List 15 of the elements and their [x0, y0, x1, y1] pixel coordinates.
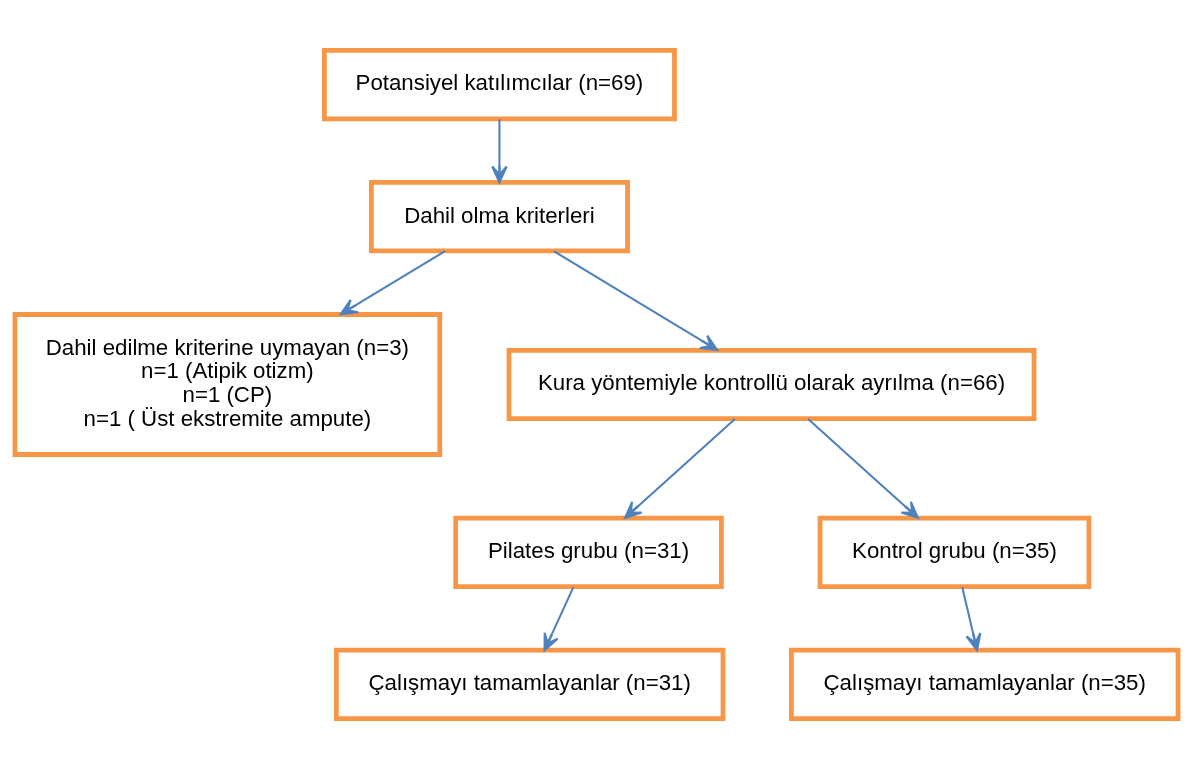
arrow — [491, 119, 508, 184]
node-box: Potansiyel katılımcılar (n=69) — [322, 47, 677, 122]
arrow — [807, 418, 919, 519]
node-box: Pilates grubu (n=31) — [453, 515, 724, 589]
node-box: Çalışmayı tamamlayanlar (n=35) — [789, 647, 1181, 722]
arrow — [543, 586, 575, 652]
node-box: Kontrol grubu (n=35) — [817, 515, 1092, 589]
arrow — [339, 250, 446, 316]
arrow — [961, 586, 982, 652]
node-box: Dahil olma kriterleri — [368, 180, 630, 254]
node-box: Kura yöntemiyle kontrollü olarak ayrılma (n=66) — [506, 347, 1037, 422]
arrow — [553, 250, 719, 352]
node-box: Çalışmayı tamamlayanlar (n=31) — [333, 647, 726, 722]
arrow — [624, 418, 736, 519]
node-box: Dahil edilme kriterine uymayan (n=3) n=1 (Atipik otizm) n=1 (CP) n=1 ( Üst ekstremite ampute) — [12, 312, 443, 457]
